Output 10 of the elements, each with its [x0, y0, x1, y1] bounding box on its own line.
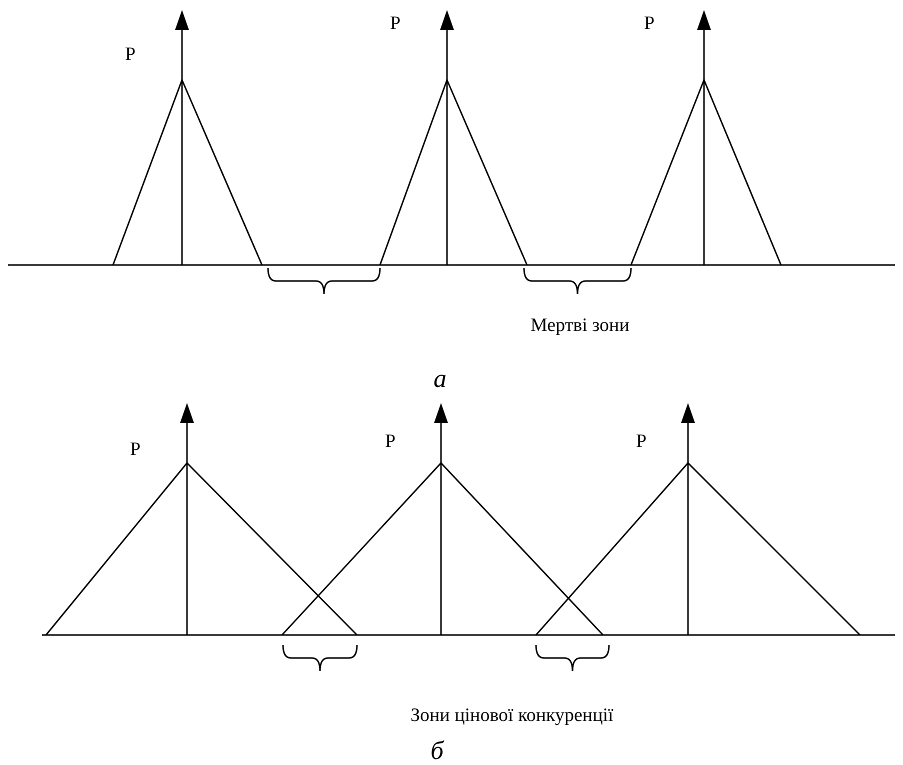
axis-label: P [125, 45, 136, 64]
axis-label: P [130, 440, 141, 459]
axis-label: P [644, 14, 655, 33]
axis-label: P [636, 432, 647, 451]
panel-label: б [430, 738, 444, 764]
axis-label: P [385, 432, 396, 451]
bracket-caption: Мертві зони [530, 316, 630, 335]
axis-label: P [390, 14, 401, 33]
bracket-caption: Зони цінової конкуренції [410, 706, 614, 725]
panel-label: а [434, 366, 446, 392]
